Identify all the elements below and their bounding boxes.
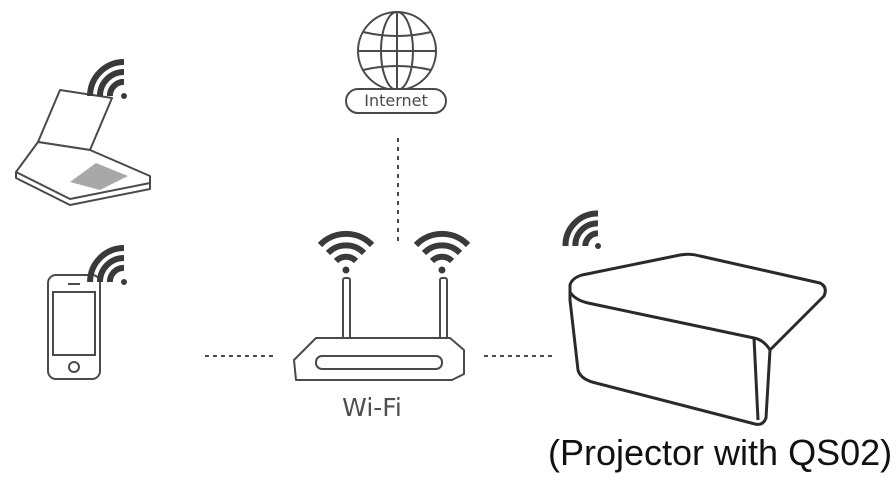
internet-label: Internet — [364, 91, 428, 110]
projector-label: (Projector with QS02) — [548, 432, 893, 473]
wifi-signal-icon — [87, 59, 127, 99]
wifi-signal-icon — [562, 210, 601, 249]
router-icon — [293, 277, 465, 381]
wifi-signal-icon — [317, 230, 375, 274]
wifi-signal-icon — [87, 245, 127, 285]
internet-pill — [345, 88, 447, 114]
wifi-label: Wi-Fi — [342, 393, 402, 422]
globe-icon — [357, 11, 437, 91]
smartphone-icon — [47, 274, 101, 380]
laptop-icon — [15, 89, 151, 206]
wifi-signal-icon — [413, 230, 471, 274]
projector-icon — [568, 252, 827, 426]
